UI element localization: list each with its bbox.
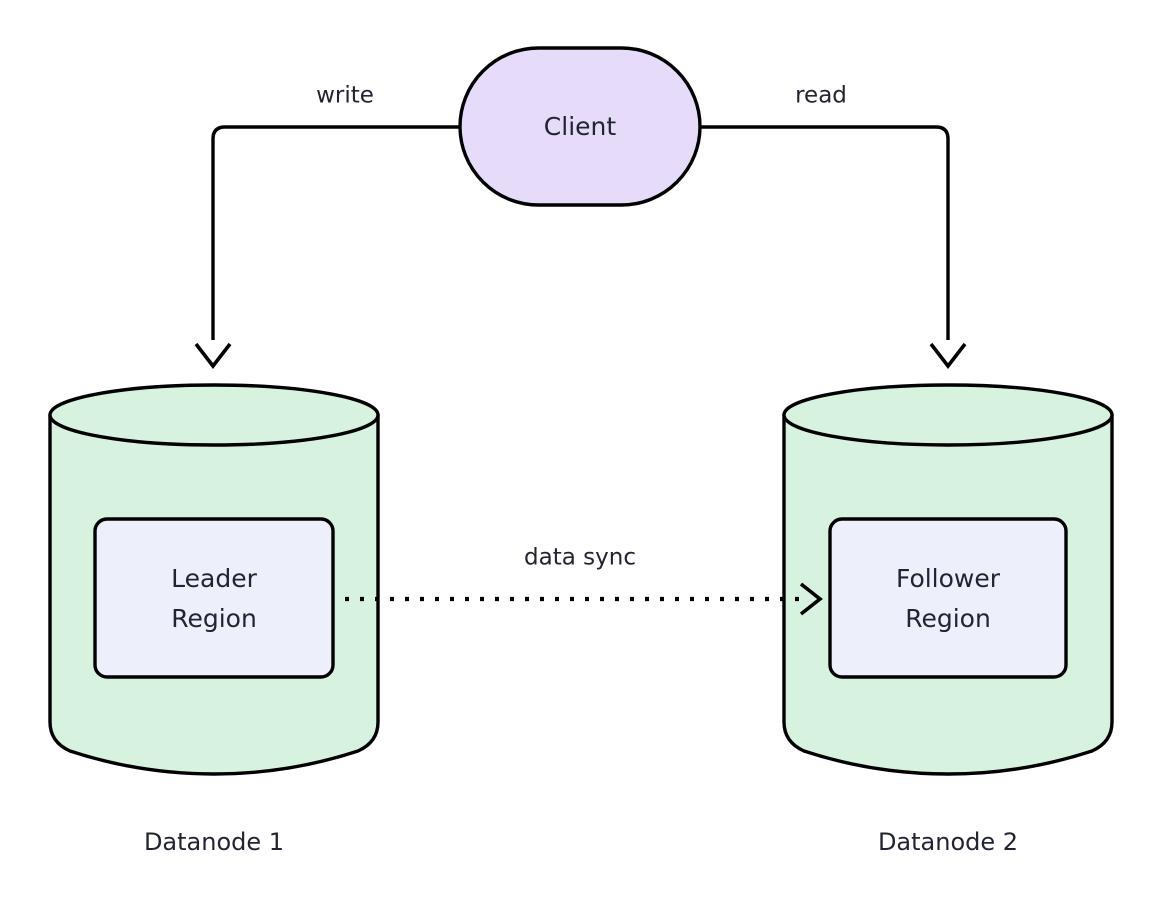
node-client[interactable]: Client — [458, 46, 702, 207]
edge-read-arrowhead — [929, 342, 967, 369]
leader-region-label-line1: Leader — [171, 564, 257, 593]
datanode-1-caption: Datanode 1 — [144, 828, 284, 856]
edge-read-path — [700, 125, 950, 340]
node-datanode-1[interactable]: Leader Region Datanode 1 — [48, 383, 380, 856]
datanode-2-caption: Datanode 2 — [878, 828, 1018, 856]
edge-write-label: write — [316, 83, 374, 109]
edge-data-sync: data sync — [345, 545, 823, 616]
datanode-2-cylinder-top — [782, 383, 1114, 447]
edge-read: read — [700, 83, 967, 369]
edge-read-label: read — [795, 83, 847, 109]
follower-region-box[interactable]: Follower Region — [828, 517, 1068, 679]
follower-region-shape — [828, 517, 1068, 679]
edge-write-path — [211, 125, 460, 340]
leader-region-label-line2: Region — [171, 604, 257, 633]
edge-data-sync-label: data sync — [524, 545, 636, 571]
leader-region-box[interactable]: Leader Region — [93, 517, 335, 679]
client-label: Client — [544, 112, 617, 141]
node-datanode-2[interactable]: Follower Region Datanode 2 — [782, 383, 1114, 856]
datanode-1-cylinder-top — [48, 383, 380, 447]
follower-region-label-line2: Region — [905, 604, 991, 633]
follower-region-label-line1: Follower — [896, 564, 1001, 593]
edge-write: write — [194, 83, 460, 369]
edge-write-arrowhead — [194, 342, 232, 369]
edge-data-sync-arrowhead — [799, 582, 823, 616]
client-shape — [458, 46, 702, 207]
leader-region-shape — [93, 517, 335, 679]
